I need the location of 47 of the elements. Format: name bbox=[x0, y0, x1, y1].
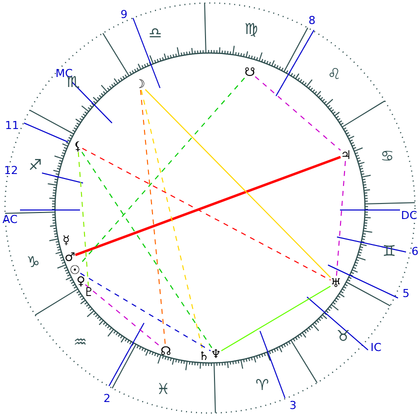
aspect-line bbox=[81, 152, 212, 348]
planet-symbol: ♃ bbox=[340, 149, 352, 161]
house-label: 8 bbox=[308, 14, 316, 26]
planet-symbol: ☋ bbox=[244, 66, 256, 78]
aspect-line bbox=[74, 156, 341, 256]
zodiac-sign-symbol: ♍ bbox=[244, 22, 258, 36]
zodiac-sign-symbol: ♒ bbox=[74, 334, 87, 350]
planet-symbol: ☽ bbox=[134, 78, 146, 90]
zodiac-sign-symbol: ♈ bbox=[256, 378, 269, 392]
house-label: 9 bbox=[120, 8, 128, 20]
planet-symbol: ☊ bbox=[160, 345, 172, 357]
aspect-line bbox=[80, 78, 245, 264]
zodiac-sign-symbol: ♌ bbox=[328, 66, 341, 82]
zodiac-sign-symbol: ♉ bbox=[336, 328, 350, 344]
aspect-line bbox=[140, 90, 166, 346]
house-label: DC bbox=[401, 210, 418, 220]
aspect-line bbox=[144, 89, 331, 278]
planet-symbol: ☿ bbox=[62, 234, 70, 246]
aspect-line bbox=[220, 286, 331, 352]
planet-symbol: ♇ bbox=[84, 286, 94, 298]
zodiac-sign-symbol: ♓ bbox=[156, 382, 170, 396]
planet-symbol: ♅ bbox=[330, 277, 342, 289]
aspect-line bbox=[140, 90, 203, 350]
house-label: 2 bbox=[104, 392, 110, 404]
aspect-line bbox=[84, 284, 161, 348]
planet-symbol: ⚸ bbox=[74, 140, 82, 152]
planet-symbol: ♀ bbox=[76, 275, 86, 287]
house-label: 6 bbox=[412, 246, 418, 256]
planet-symbol: ☉ bbox=[70, 264, 80, 276]
zodiac-sign-symbol: ♑ bbox=[26, 254, 40, 270]
zodiac-sign-symbol: ♎ bbox=[148, 26, 162, 40]
house-label: 3 bbox=[290, 400, 296, 410]
aspect-line bbox=[80, 272, 211, 352]
aspect-line bbox=[254, 76, 341, 151]
house-label: 11 bbox=[5, 120, 19, 130]
aspect-line bbox=[82, 148, 331, 281]
planet-symbol: ♂ bbox=[64, 251, 76, 263]
planet-symbol: ♆ bbox=[210, 348, 222, 360]
house-label: IC bbox=[370, 342, 382, 352]
house-label: 5 bbox=[402, 288, 410, 298]
house-label: 12 bbox=[4, 164, 18, 176]
planet-symbol: ♄ bbox=[198, 350, 210, 362]
zodiac-sign-symbol: ♋ bbox=[380, 148, 394, 164]
zodiac-sign-symbol: ♐ bbox=[28, 158, 42, 172]
aspect-line bbox=[336, 160, 346, 278]
house-label: AC bbox=[2, 214, 18, 224]
aspect-line bbox=[78, 152, 89, 286]
